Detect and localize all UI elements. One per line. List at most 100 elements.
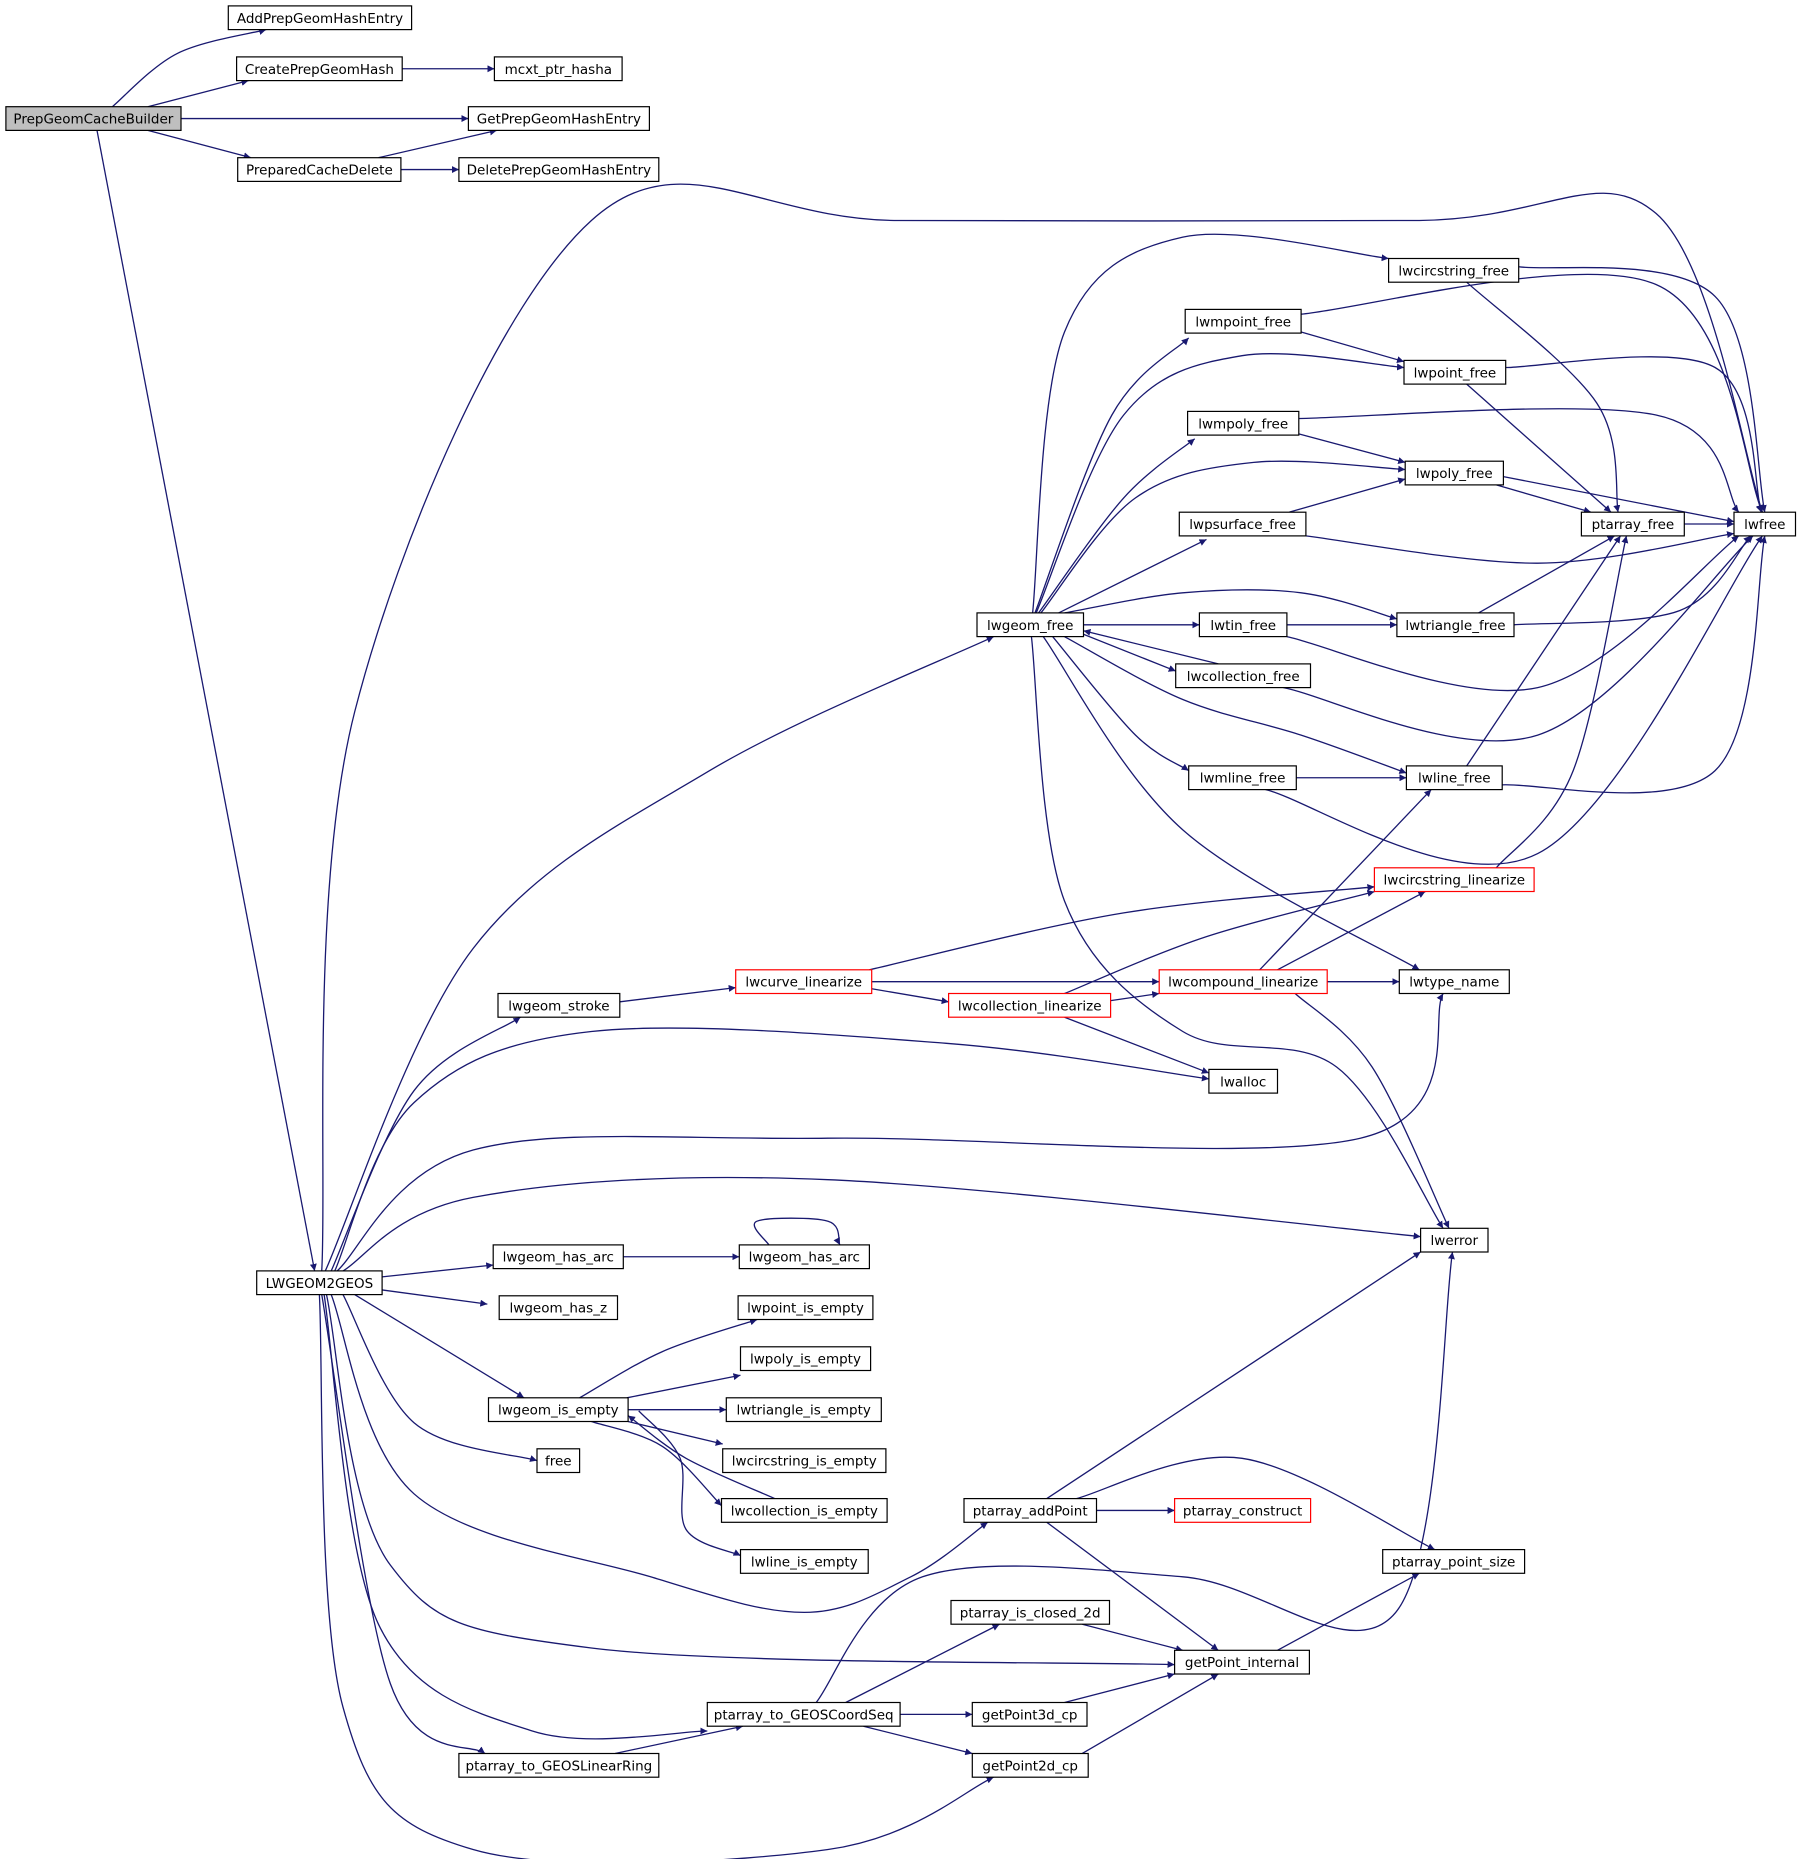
node-lwpoint_is_empty[interactable]: lwpoint_is_empty — [737, 1295, 874, 1321]
node-box — [1158, 969, 1328, 995]
edge-lwgeom_is_empty-to-lwcircstring_is_empty — [627, 1420, 723, 1446]
node-box — [458, 1752, 660, 1778]
node-GetPrepGeomHashEntry[interactable]: GetPrepGeomHashEntry — [467, 106, 650, 131]
node-lwcurve_linearize[interactable]: lwcurve_linearize — [735, 969, 873, 995]
node-lwfree[interactable]: lwfree — [1733, 511, 1797, 537]
node-lwgeom_has_z[interactable]: lwgeom_has_z — [498, 1295, 619, 1321]
node-box — [1382, 1548, 1526, 1574]
node-label: lwcompound_linearize — [1168, 975, 1318, 991]
node-label: lwgeom_has_z — [510, 1301, 608, 1317]
node-PrepGeomCacheBuilder[interactable]: PrepGeomCacheBuilder — [5, 106, 182, 131]
edge-ptarray_to_GEOSCoordSeq-to-lwerror — [815, 1251, 1455, 1703]
edge-lwtriangle_free-to-lwfree — [1513, 535, 1752, 626]
node-label: lwpoly_free — [1416, 466, 1493, 482]
edge-ptarray_addPoint-to-ptarray_point_size — [1076, 1456, 1436, 1551]
node-lwcompound_linearize[interactable]: lwcompound_linearize — [1158, 969, 1328, 995]
node-ptarray_free[interactable]: ptarray_free — [1580, 511, 1685, 537]
node-lwcollection_free[interactable]: lwcollection_free — [1175, 663, 1312, 689]
node-free[interactable]: free — [536, 1448, 581, 1474]
node-label: PrepGeomCacheBuilder — [13, 112, 173, 128]
node-AddPrepGeomHashEntry[interactable]: AddPrepGeomHashEntry — [227, 5, 413, 31]
node-label: lwtriangle_is_empty — [736, 1403, 870, 1419]
node-label: lwgeom_is_empty — [498, 1403, 619, 1419]
node-lwcollection_is_empty[interactable]: lwcollection_is_empty — [720, 1497, 888, 1523]
node-label: PreparedCacheDelete — [246, 163, 393, 179]
node-lwgeom_free[interactable]: lwgeom_free — [976, 612, 1085, 638]
edge-lwgeom_free-to-lwcircstring_free — [1031, 233, 1389, 614]
node-lwline_free[interactable]: lwline_free — [1405, 765, 1503, 791]
node-box — [1186, 410, 1300, 436]
node-label: ptarray_to_GEOSLinearRing — [466, 1758, 653, 1774]
node-lwline_is_empty[interactable]: lwline_is_empty — [739, 1548, 869, 1574]
edge-lwgeom_has_arc_2-to-lwgeom_has_arc_2 — [753, 1217, 841, 1246]
node-getPoint3d_cp[interactable]: getPoint3d_cp — [971, 1701, 1088, 1727]
edge-lwgeom_free-to-lwpoint_free — [1035, 353, 1405, 614]
edge-LWGEOM2GEOS-to-lwfree — [321, 183, 1764, 1271]
node-PreparedCacheDelete[interactable]: PreparedCacheDelete — [237, 157, 402, 182]
node-lwmpoint_free[interactable]: lwmpoint_free — [1184, 308, 1302, 334]
node-lwcircstring_linearize[interactable]: lwcircstring_linearize — [1373, 867, 1535, 893]
node-ptarray_to_GEOSCoordSeq[interactable]: ptarray_to_GEOSCoordSeq — [706, 1701, 901, 1727]
node-lwpoly_is_empty[interactable]: lwpoly_is_empty — [739, 1346, 872, 1372]
node-CreatePrepGeomHash[interactable]: CreatePrepGeomHash — [236, 56, 403, 82]
node-lwgeom_has_arc[interactable]: lwgeom_has_arc — [492, 1244, 624, 1270]
node-lwgeom_stroke[interactable]: lwgeom_stroke — [497, 992, 621, 1018]
edge-lwgeom_free-to-lwmpoly_free — [1038, 438, 1196, 614]
edge-LWGEOM2GEOS-to-getPoint2d_cp — [318, 1294, 994, 1859]
node-label: ptarray_construct — [1183, 1503, 1302, 1519]
node-box — [947, 992, 1112, 1018]
edge-lwcurve_linearize-to-lwcircstring_linearize — [869, 884, 1375, 971]
node-label: ptarray_free — [1592, 517, 1675, 533]
node-box — [1396, 612, 1515, 638]
node-lwpsurface_free[interactable]: lwpsurface_free — [1178, 511, 1307, 537]
node-lwcollection_linearize[interactable]: lwcollection_linearize — [947, 992, 1112, 1018]
node-box — [1198, 612, 1288, 638]
node-ptarray_to_GEOSLinearRing[interactable]: ptarray_to_GEOSLinearRing — [458, 1752, 660, 1778]
edge-lwline_free-to-lwfree — [1502, 535, 1767, 794]
node-lwtype_name[interactable]: lwtype_name — [1398, 969, 1510, 995]
node-lwtriangle_free[interactable]: lwtriangle_free — [1396, 612, 1515, 638]
edge-lwcircstring_linearize-to-ptarray_free — [1495, 535, 1629, 869]
node-lwtin_free[interactable]: lwtin_free — [1198, 612, 1288, 638]
node-box — [1403, 359, 1507, 385]
node-ptarray_addPoint[interactable]: ptarray_addPoint — [963, 1497, 1098, 1523]
node-lwcircstring_is_empty[interactable]: lwcircstring_is_empty — [722, 1448, 887, 1474]
node-ptarray_is_closed_2d[interactable]: ptarray_is_closed_2d — [950, 1599, 1111, 1625]
edge-lwgeom_free-to-lwpsurface_free — [1058, 538, 1207, 614]
node-label: lwgeom_has_arc — [503, 1250, 614, 1266]
node-lwmline_free[interactable]: lwmline_free — [1188, 765, 1297, 791]
node-box — [950, 1599, 1111, 1625]
node-lwpoint_free[interactable]: lwpoint_free — [1403, 359, 1507, 385]
node-getPoint2d_cp[interactable]: getPoint2d_cp — [971, 1752, 1089, 1778]
node-box — [722, 1448, 887, 1474]
node-getPoint_internal[interactable]: getPoint_internal — [1173, 1649, 1310, 1675]
node-lwalloc[interactable]: lwalloc — [1208, 1068, 1279, 1094]
node-lwgeom_has_arc_2[interactable]: lwgeom_has_arc — [738, 1244, 870, 1270]
edge-getPoint_internal-to-ptarray_point_size — [1277, 1572, 1420, 1651]
node-lwtriangle_is_empty[interactable]: lwtriangle_is_empty — [725, 1397, 882, 1423]
node-lwmpoly_free[interactable]: lwmpoly_free — [1186, 410, 1300, 436]
node-ptarray_construct[interactable]: ptarray_construct — [1173, 1497, 1312, 1523]
node-lwerror[interactable]: lwerror — [1419, 1227, 1489, 1253]
node-lwgeom_is_empty[interactable]: lwgeom_is_empty — [487, 1397, 629, 1423]
node-lwcircstring_free[interactable]: lwcircstring_free — [1387, 257, 1520, 283]
node-label: getPoint3d_cp — [982, 1707, 1078, 1723]
node-box — [1419, 1227, 1489, 1253]
node-box — [256, 1270, 383, 1296]
edge-lwtin_free-to-lwfree — [1286, 535, 1740, 692]
node-label: lwtin_free — [1210, 618, 1276, 634]
node-LWGEOM2GEOS[interactable]: LWGEOM2GEOS — [256, 1270, 383, 1296]
node-label: lwfree — [1744, 517, 1785, 533]
node-box — [1173, 1497, 1312, 1523]
node-label: lwline_is_empty — [751, 1554, 858, 1570]
edge-lwpsurface_free-to-lwfree — [1305, 531, 1735, 564]
node-box — [458, 157, 660, 182]
node-mcxt_ptr_hasha[interactable]: mcxt_ptr_hasha — [493, 56, 623, 82]
node-box — [1404, 460, 1504, 486]
node-ptarray_point_size[interactable]: ptarray_point_size — [1382, 1548, 1526, 1574]
edge-lwtriangle_free-to-ptarray_free — [1478, 535, 1615, 614]
edge-LWGEOM2GEOS-to-lwgeom_has_arc — [381, 1262, 494, 1278]
node-DeletePrepGeomHashEntry[interactable]: DeletePrepGeomHashEntry — [458, 157, 660, 182]
node-lwpoly_free[interactable]: lwpoly_free — [1404, 460, 1504, 486]
edge-LWGEOM2GEOS-to-ptarray_addPoint — [330, 1294, 989, 1614]
